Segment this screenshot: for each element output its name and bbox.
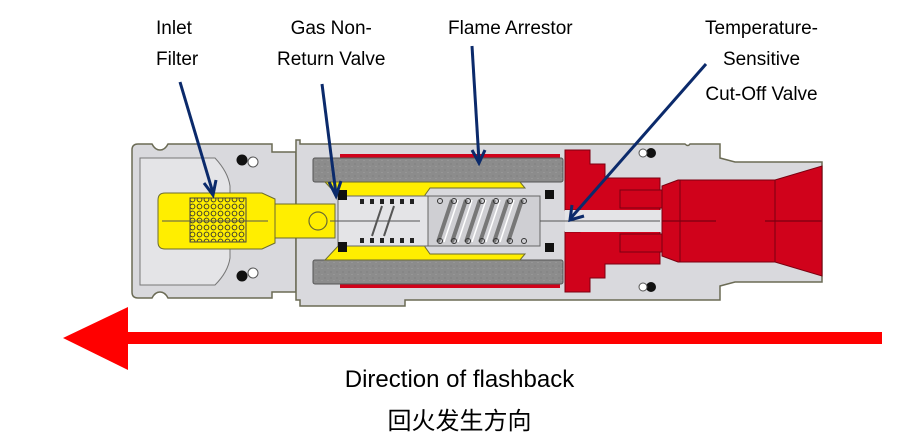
main-spring [427,190,565,252]
temperature-cutoff-valve [564,149,823,293]
arrow-head [63,307,128,370]
gas-non-return-valve [323,181,527,261]
spring-seal-bottom [545,243,554,252]
spring-seal-top [545,190,554,199]
inlet-filter [157,192,336,250]
leader-inlet-filter-head [202,179,218,199]
label-temperature-cutoff-valve: Temperature- Sensitive Cut-Off Valve [705,19,818,104]
leader-inlet-filter [178,81,215,194]
label-tcv-line3: Cut-Off Valve [705,84,818,105]
label-inlet-filter-line2: Filter [156,49,199,70]
label-inlet-filter-line1: Inlet [156,18,192,39]
arrow-shaft [126,332,882,344]
inlet-seals [236,154,259,282]
leader-flame-arrestor-head [470,149,487,167]
outlet-seals [638,148,656,292]
leader-gas-nrv [320,83,338,195]
flame-arrestor-bottom [312,259,564,285]
leader-lines [178,45,708,223]
nrv-seal-bottom [338,242,347,252]
label-flame-arrestor-line1: Flame Arrestor [448,18,573,39]
flame-arrestor-top [312,157,564,183]
label-tcv-line2: Sensitive [722,49,801,70]
label-gas-nrv-line1: Gas Non- [290,18,372,39]
leader-flame-arrestor [470,45,481,162]
label-flame-arrestor: Flame Arrestor [448,19,573,38]
leader-tcv [568,63,708,220]
label-gas-non-return-valve: Gas Non- Return Valve [277,19,385,69]
filter-mesh [189,197,247,243]
caption-direction-cn: 回火发生方向 [387,407,532,435]
caption-direction-en: Direction of flashback [344,366,575,393]
outlet-bore [661,165,823,277]
nrv-seal-top [338,190,347,200]
label-gas-nrv-line2: Return Valve [277,49,386,70]
flashback-direction-arrow [63,307,882,370]
spring-coils [436,199,524,243]
label-inlet-filter: Inlet Filter [156,19,198,69]
leader-tcv-head [568,204,585,223]
label-tcv-line1: Temperature- [705,18,818,39]
leader-gas-nrv-head [327,180,343,200]
